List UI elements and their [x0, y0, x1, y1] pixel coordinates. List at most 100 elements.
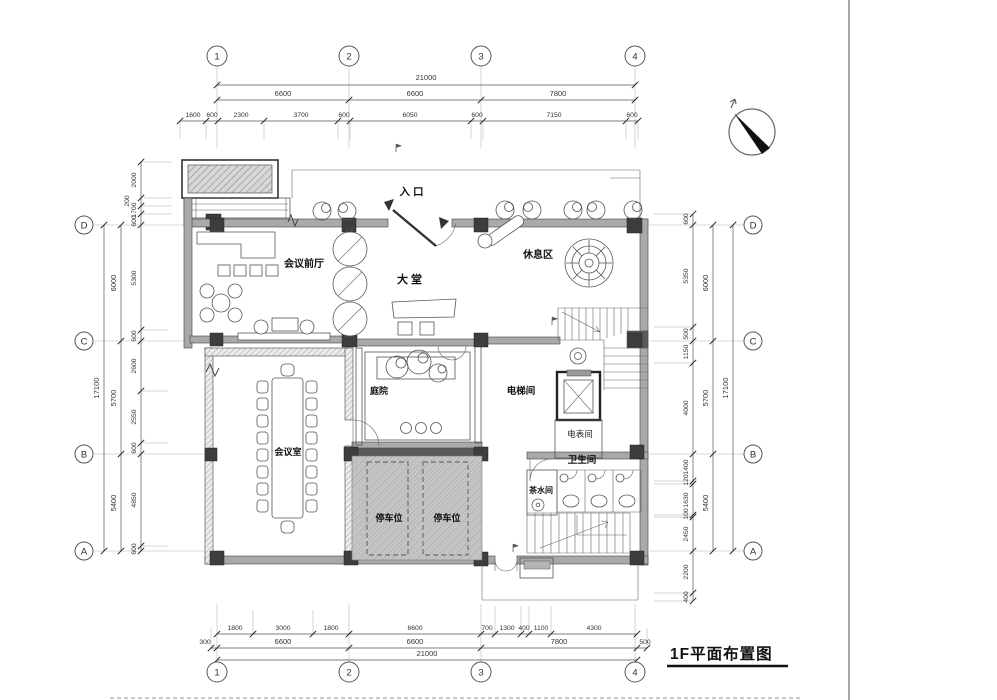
dimensions-left: 17100 6000 5700 5400 2000 200 1700 600 5… — [92, 158, 145, 555]
grid-col-label: 2 — [346, 51, 351, 62]
dim-label: 6050 — [402, 112, 417, 119]
dim-label: 6600 — [275, 637, 292, 646]
dim-label: 4850 — [131, 492, 138, 507]
dim-label: 600 — [471, 112, 483, 119]
lounge-door — [477, 215, 525, 249]
room-label-meeting-foyer: 会议前厅 — [284, 257, 324, 270]
dim-label: 5350 — [683, 268, 690, 283]
grid-row-label: D — [81, 220, 88, 231]
dim-label: 2550 — [131, 409, 138, 424]
dim-label: 1800 — [323, 625, 338, 632]
dim-label: 600 — [626, 112, 638, 119]
dim-label: 600 — [338, 112, 350, 119]
foyer-furniture — [196, 231, 331, 341]
grid-col-label: 1 — [214, 51, 219, 62]
grid-bubbles — [74, 45, 763, 683]
reference-marker — [395, 143, 402, 153]
dim-label: 5700 — [701, 390, 710, 407]
dim-label: 5400 — [109, 495, 118, 512]
grid-bubble-labels: 1 2 3 4 1 2 3 4 D C B A D C B A — [81, 51, 757, 678]
round-table-set — [199, 283, 243, 323]
dim-label: 600 — [131, 442, 138, 454]
dim-label: 3000 — [275, 625, 290, 632]
grid-row-label: D — [750, 220, 757, 231]
dim-label: 400 — [518, 625, 530, 632]
dim-label: 2450 — [683, 526, 690, 541]
dim-label: 1600 — [185, 112, 200, 119]
dim-label: 2200 — [683, 564, 690, 579]
dim-label: 5700 — [109, 390, 118, 407]
dim-label: 600 — [131, 543, 138, 555]
stair-south — [526, 512, 631, 554]
room-label-lobby: 大堂 — [397, 272, 425, 286]
dimensions-top: 21000 6600 6600 7800 1600 600 2300 3700 … — [176, 73, 642, 125]
dim-label: 6600 — [275, 89, 292, 98]
sheet-frame — [110, 0, 850, 700]
stair-north — [557, 307, 648, 390]
dim-label: 7800 — [550, 89, 567, 98]
dim-top-total: 21000 — [416, 73, 437, 82]
dim-label: 2600 — [131, 358, 138, 373]
drawing-title-text: 1F平面布置图 — [670, 644, 773, 663]
tv-console — [237, 317, 331, 341]
dim-label: 500 — [639, 639, 651, 646]
room-labels: 入口 大堂 休息区 会议前厅 会议室 庭院 电梯间 电表间 卫生间 茶水间 停车… — [274, 186, 596, 523]
feature-plant — [564, 238, 614, 288]
dim-label: 120 — [683, 474, 690, 486]
dimensions-right: 600 5350 500 1150 4000 1400 120 1630 100… — [683, 210, 737, 605]
dim-label: 600 — [683, 213, 690, 225]
dim-label: 7800 — [551, 637, 568, 646]
dim-label: 100 — [683, 508, 690, 520]
courtyard — [364, 345, 471, 441]
room-label-parking-1: 停车位 — [375, 512, 402, 523]
room-label-entrance: 入口 — [400, 186, 427, 198]
grid-row-label: A — [81, 546, 88, 557]
dim-label: 5300 — [131, 270, 138, 285]
room-label-lounge: 休息区 — [522, 248, 553, 261]
dim-label: 4300 — [586, 625, 601, 632]
toilet-block — [526, 458, 642, 516]
dim-label: 7150 — [546, 112, 561, 119]
dim-label: 700 — [481, 625, 493, 632]
dim-label: 5400 — [701, 495, 710, 512]
drawing-title: 1F平面布置图 — [667, 644, 788, 668]
room-label-courtyard: 庭院 — [370, 385, 388, 396]
dim-left-total: 17100 — [92, 378, 101, 399]
parking-area — [351, 455, 483, 561]
dim-label: 600 — [206, 112, 218, 119]
room-label-meeting-room: 会议室 — [274, 446, 301, 457]
dim-label: 2000 — [131, 172, 138, 187]
meter-room — [554, 419, 603, 459]
room-label-meter-room: 电表间 — [567, 429, 593, 439]
dim-label: 1400 — [683, 459, 690, 474]
grid-col-label: 3 — [478, 667, 483, 678]
building-plan — [181, 143, 649, 601]
entrance-door — [384, 199, 457, 247]
dim-label: 1700 — [131, 202, 138, 217]
dim-label: 1630 — [683, 492, 690, 507]
dim-label: 600 — [131, 215, 138, 227]
dim-label: 4000 — [683, 400, 690, 415]
planter-box — [181, 159, 279, 199]
shrubs — [312, 200, 643, 221]
dim-label: 300 — [199, 639, 211, 646]
dim-label: 500 — [683, 328, 690, 340]
grid-col-label: 1 — [214, 667, 219, 678]
room-label-parking-2: 停车位 — [433, 512, 460, 523]
dim-label: 600 — [131, 330, 138, 342]
grid-col-label: 4 — [632, 667, 637, 678]
dim-label: 200 — [124, 195, 131, 207]
dim-label: 6600 — [407, 89, 424, 98]
reference-marker — [551, 316, 558, 326]
meeting-room — [256, 363, 380, 534]
grid-row-label: B — [81, 449, 87, 460]
dim-label: 6600 — [407, 625, 422, 632]
round-columns — [332, 227, 368, 337]
grid-row-label: C — [750, 336, 757, 347]
dim-label: 1100 — [534, 625, 549, 632]
dim-label: 6600 — [407, 637, 424, 646]
dim-label: 1800 — [227, 625, 242, 632]
reference-marker — [512, 543, 519, 553]
dim-right-total: 17100 — [721, 378, 730, 399]
